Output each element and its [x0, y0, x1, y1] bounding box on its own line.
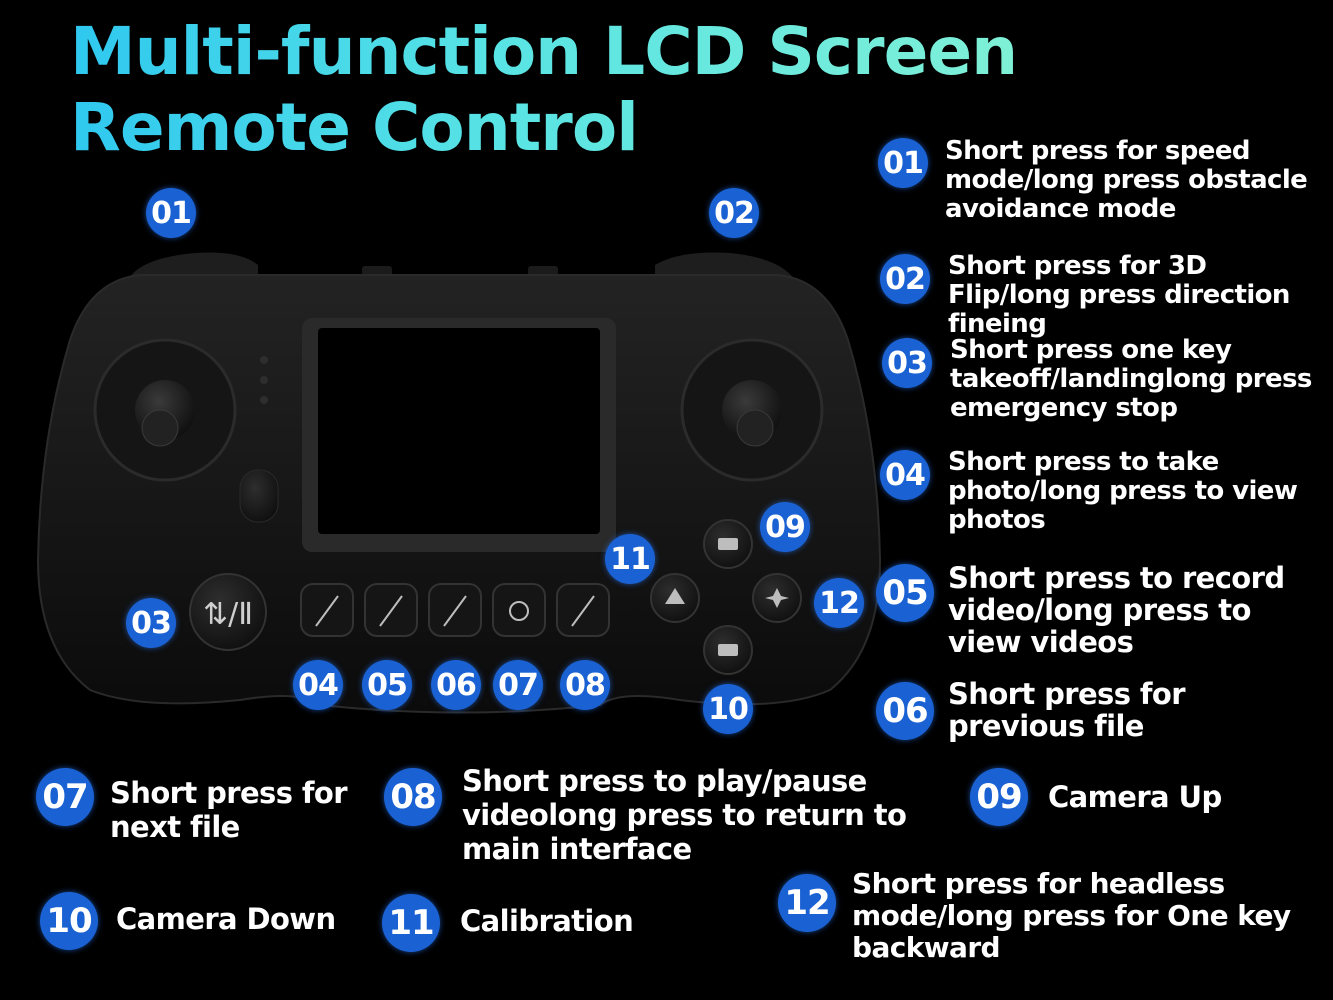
legend-text-10: Camera Down [116, 902, 336, 936]
badge-03: 03 [126, 598, 176, 648]
badge-09: 09 [760, 502, 810, 552]
next-file-button [492, 583, 546, 637]
lcd-screen [318, 328, 600, 534]
badge-11: 11 [605, 534, 655, 584]
left-shoulder-button [128, 252, 258, 280]
badge-06: 06 [431, 660, 481, 710]
legend-text-01: Short press for speed mode/long press ob… [945, 136, 1308, 224]
badge-12: 12 [814, 578, 864, 628]
legend-badge-03: 03 [882, 338, 932, 388]
legend-text-11: Calibration [460, 904, 634, 938]
badge-08: 08 [560, 660, 610, 710]
legend-text-03: Short press one key takeoff/landinglong … [950, 335, 1312, 423]
legend-text-05: Short press to record video/long press t… [948, 561, 1285, 659]
legend-badge-02: 02 [880, 254, 930, 304]
legend-badge-04: 04 [880, 450, 930, 500]
legend-badge-05: 05 [876, 564, 934, 622]
legend-text-04: Short press to take photo/long press to … [948, 447, 1298, 535]
legend-text-07: Short press for next file [110, 776, 348, 844]
legend-badge-10: 10 [40, 892, 98, 950]
badge-04: 04 [293, 660, 343, 710]
svg-text:⇅/Ⅱ: ⇅/Ⅱ [203, 597, 253, 632]
badge-10: 10 [703, 684, 753, 734]
takeoff-landing-button [189, 573, 267, 651]
legend-badge-12: 12 [778, 874, 836, 932]
legend-badge-11: 11 [382, 894, 440, 952]
legend-text-06: Short press for previous file [948, 677, 1186, 743]
legend-text-12: Short press for headless mode/long press… [852, 867, 1291, 964]
badge-07: 07 [493, 660, 543, 710]
legend-badge-06: 06 [876, 682, 934, 740]
legend-text-08: Short press to play/pause videolong pres… [462, 764, 907, 866]
badge-01: 01 [146, 188, 196, 238]
legend-text-09: Camera Up [1048, 780, 1222, 814]
legend-badge-07: 07 [36, 768, 94, 826]
badge-05: 05 [362, 660, 412, 710]
legend-badge-09: 09 [970, 768, 1028, 826]
power-switch [239, 469, 279, 523]
legend-badge-08: 08 [384, 768, 442, 826]
legend-badge-01: 01 [878, 138, 928, 188]
right-shoulder-button [655, 252, 795, 280]
legend-text-02: Short press for 3D Flip/long press direc… [948, 251, 1290, 339]
badge-02: 02 [709, 188, 759, 238]
